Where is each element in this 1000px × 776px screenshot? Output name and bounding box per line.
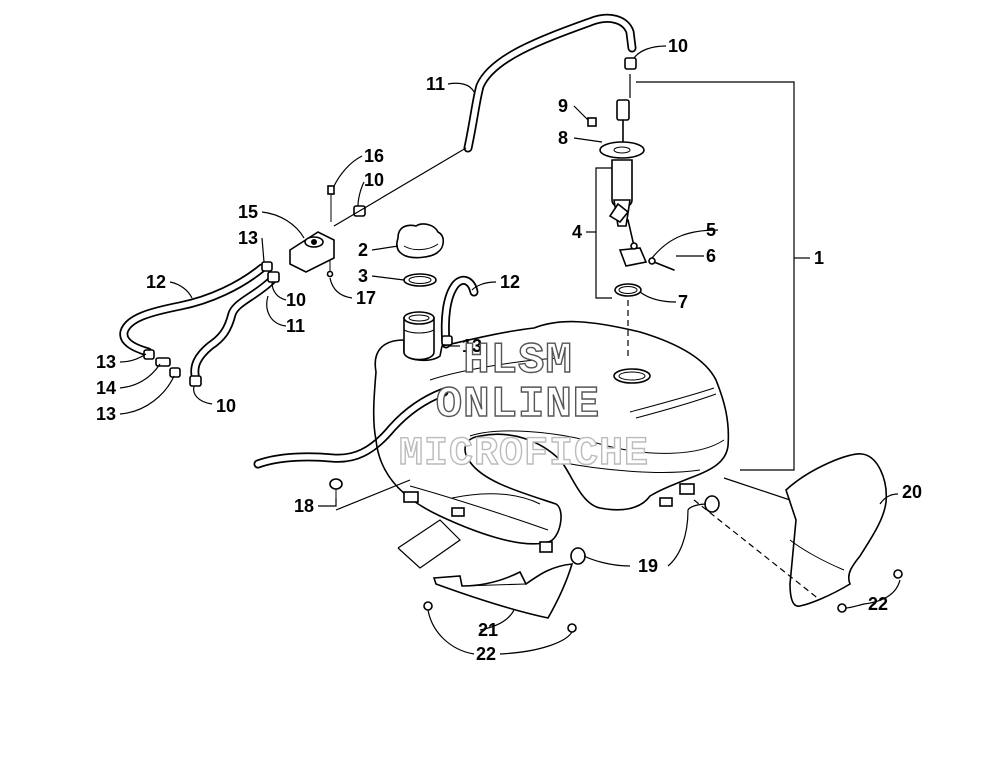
callout-13: 13 [96,404,116,424]
shield-screw [423,569,903,633]
pump-gasket [614,283,642,297]
push-rivet [329,478,343,498]
callout-11: 11 [286,316,305,336]
callout-21: 21 [478,620,498,640]
leader-lines [119,45,901,655]
callout-12: 12 [146,272,166,292]
vent-hose-upper [463,13,637,153]
callout-11: 11 [426,74,445,94]
callout-20: 20 [902,482,922,502]
vent-hose-tank [440,275,479,349]
callout-12: 12 [500,272,520,292]
callout-14: 14 [96,378,116,398]
valve-screw-top [327,185,335,222]
callout-13: 13 [462,336,482,356]
callout-labels: 1 2 3 4 5 6 7 8 9 10 10 10 10 11 11 12 1… [96,36,922,664]
valve-screw-bottom [326,260,334,278]
callout-10: 10 [364,170,384,190]
fuel-cap [396,223,445,259]
callout-22: 22 [868,594,888,614]
callout-4: 4 [572,222,582,242]
callout-13: 13 [238,228,258,248]
callout-6: 6 [706,246,716,266]
callout-17: 17 [356,288,376,308]
watermark-line-2: ONLINE [436,380,600,430]
callout-10: 10 [216,396,236,416]
drain-hose [253,387,449,469]
callout-7: 7 [678,292,688,312]
callout-8: 8 [558,128,568,148]
callout-15: 15 [238,202,258,222]
rollover-valve [289,231,335,273]
callout-10: 10 [286,290,306,310]
callout-2: 2 [358,240,368,260]
vent-hose-left-lower [190,275,277,385]
callout-16: 16 [364,146,384,166]
hose-clamp [189,57,637,387]
callout-1: 1 [814,248,824,268]
filler-neck [403,311,435,361]
fuel-tank [372,320,730,553]
heat-shield-right [785,453,888,607]
heat-shield-left [432,563,574,619]
watermark-line-3: MICROFICHE [399,432,649,477]
callout-19: 19 [638,556,658,576]
callout-13: 13 [96,352,116,372]
cap-gasket [403,273,437,287]
watermark-line-1: HLSM [463,336,573,386]
fuel-pump-assembly [587,99,675,271]
callout-3: 3 [358,266,368,286]
vent-hose-left [119,263,267,357]
watermark: HLSM ONLINE MICROFICHE [398,335,649,477]
callout-9: 9 [558,96,568,116]
callout-18: 18 [294,496,314,516]
callout-10: 10 [668,36,688,56]
callout-22: 22 [476,644,496,664]
callout-5: 5 [706,220,716,240]
